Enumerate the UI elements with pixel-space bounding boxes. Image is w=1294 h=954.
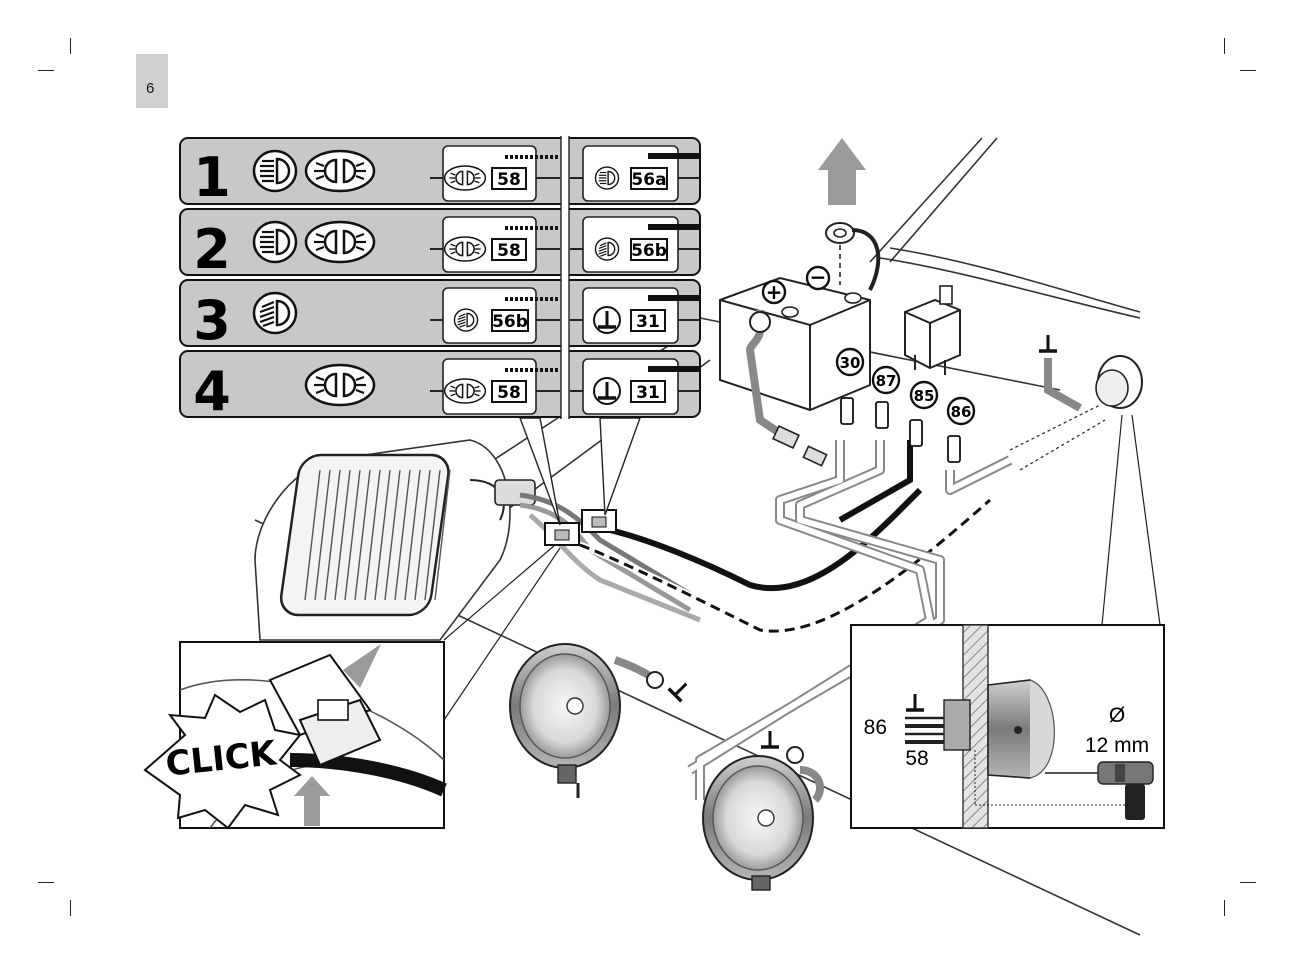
high-beam-icon	[252, 149, 298, 193]
fog-lamp-icon	[304, 149, 376, 193]
drill-size-label: 12 mm	[1085, 734, 1149, 757]
function-row-2: 2 58 56b	[179, 208, 701, 281]
crop-mark	[38, 882, 54, 883]
work-lamp-icon	[509, 643, 695, 798]
crop-mark	[70, 38, 71, 54]
crop-mark	[1240, 882, 1256, 883]
svg-text:58: 58	[497, 241, 521, 261]
svg-text:56b: 56b	[631, 241, 667, 261]
detail-label-58: 58	[905, 747, 928, 770]
svg-text:86: 86	[951, 403, 972, 421]
relay-terminal-87: 87	[871, 365, 901, 395]
arrow-down-icon	[343, 644, 381, 688]
svg-text:58: 58	[497, 383, 521, 403]
high-beam-icon	[594, 166, 620, 190]
fog-lamp-icon	[304, 363, 376, 407]
high-beam-icon	[252, 291, 298, 335]
function-row-4: 4 58 31	[179, 350, 701, 423]
crop-mark	[1224, 900, 1225, 916]
relay	[904, 285, 961, 375]
svg-text:3: 3	[193, 289, 231, 352]
high-beam-icon	[453, 308, 479, 332]
svg-text:1: 1	[193, 146, 231, 209]
svg-text:56b: 56b	[492, 312, 528, 332]
drill-icon	[1045, 761, 1154, 820]
page-number: 6	[146, 80, 155, 97]
car-headlamp	[254, 439, 536, 641]
svg-text:31: 31	[636, 312, 660, 332]
crop-mark	[38, 70, 54, 71]
svg-text:4: 4	[193, 360, 231, 423]
svg-text:2: 2	[193, 218, 231, 281]
relay-terminal-86: 86	[946, 396, 976, 426]
svg-text:87: 87	[876, 372, 897, 390]
ground-icon	[593, 377, 621, 405]
arrow-up-icon	[818, 138, 866, 205]
parking-light-icon	[443, 378, 487, 404]
function-row-1: 1 58 56a	[179, 137, 701, 209]
arrow-up-icon	[294, 776, 330, 826]
high-beam-icon	[252, 220, 298, 264]
battery-minus-icon: −	[805, 265, 831, 291]
parking-light-icon	[443, 165, 487, 191]
parking-light-icon	[443, 236, 487, 262]
crop-mark	[1240, 70, 1256, 71]
svg-text:−: −	[810, 265, 827, 289]
connector-block[interactable]	[544, 509, 617, 546]
ground-lead	[825, 222, 881, 291]
switch-mount	[1009, 333, 1161, 626]
svg-text:31: 31	[636, 383, 660, 403]
click-inset: CLICK	[143, 544, 561, 830]
fog-lamp-icon	[304, 220, 376, 264]
switch-detail-inset: 86 58 Ø 12 mm	[850, 624, 1165, 829]
crop-mark	[70, 900, 71, 916]
battery-plus-icon: +	[761, 279, 787, 305]
svg-text:58: 58	[497, 170, 521, 190]
drill-diameter-symbol: Ø	[1109, 704, 1125, 727]
headlamp-grille	[304, 469, 451, 601]
svg-text:56a: 56a	[631, 170, 666, 190]
svg-text:85: 85	[914, 387, 935, 405]
crop-mark	[1224, 38, 1225, 54]
work-lamp-icon	[702, 729, 824, 891]
ground-icon	[593, 306, 621, 334]
relay-terminal-85: 85	[909, 380, 939, 410]
detail-label-86: 86	[864, 716, 887, 739]
relay-terminal-30: 30	[835, 347, 865, 377]
svg-text:+: +	[766, 280, 783, 304]
page-tab	[136, 54, 168, 108]
high-beam-icon	[594, 237, 620, 261]
black-wire	[838, 440, 913, 523]
svg-text:30: 30	[840, 354, 861, 372]
function-row-3: 3 56b 31	[179, 279, 701, 352]
spade-connectors[interactable]	[840, 397, 961, 463]
battery	[719, 276, 871, 467]
callout-lines	[518, 417, 641, 526]
function-table: 1 58 56a 2	[179, 136, 701, 423]
